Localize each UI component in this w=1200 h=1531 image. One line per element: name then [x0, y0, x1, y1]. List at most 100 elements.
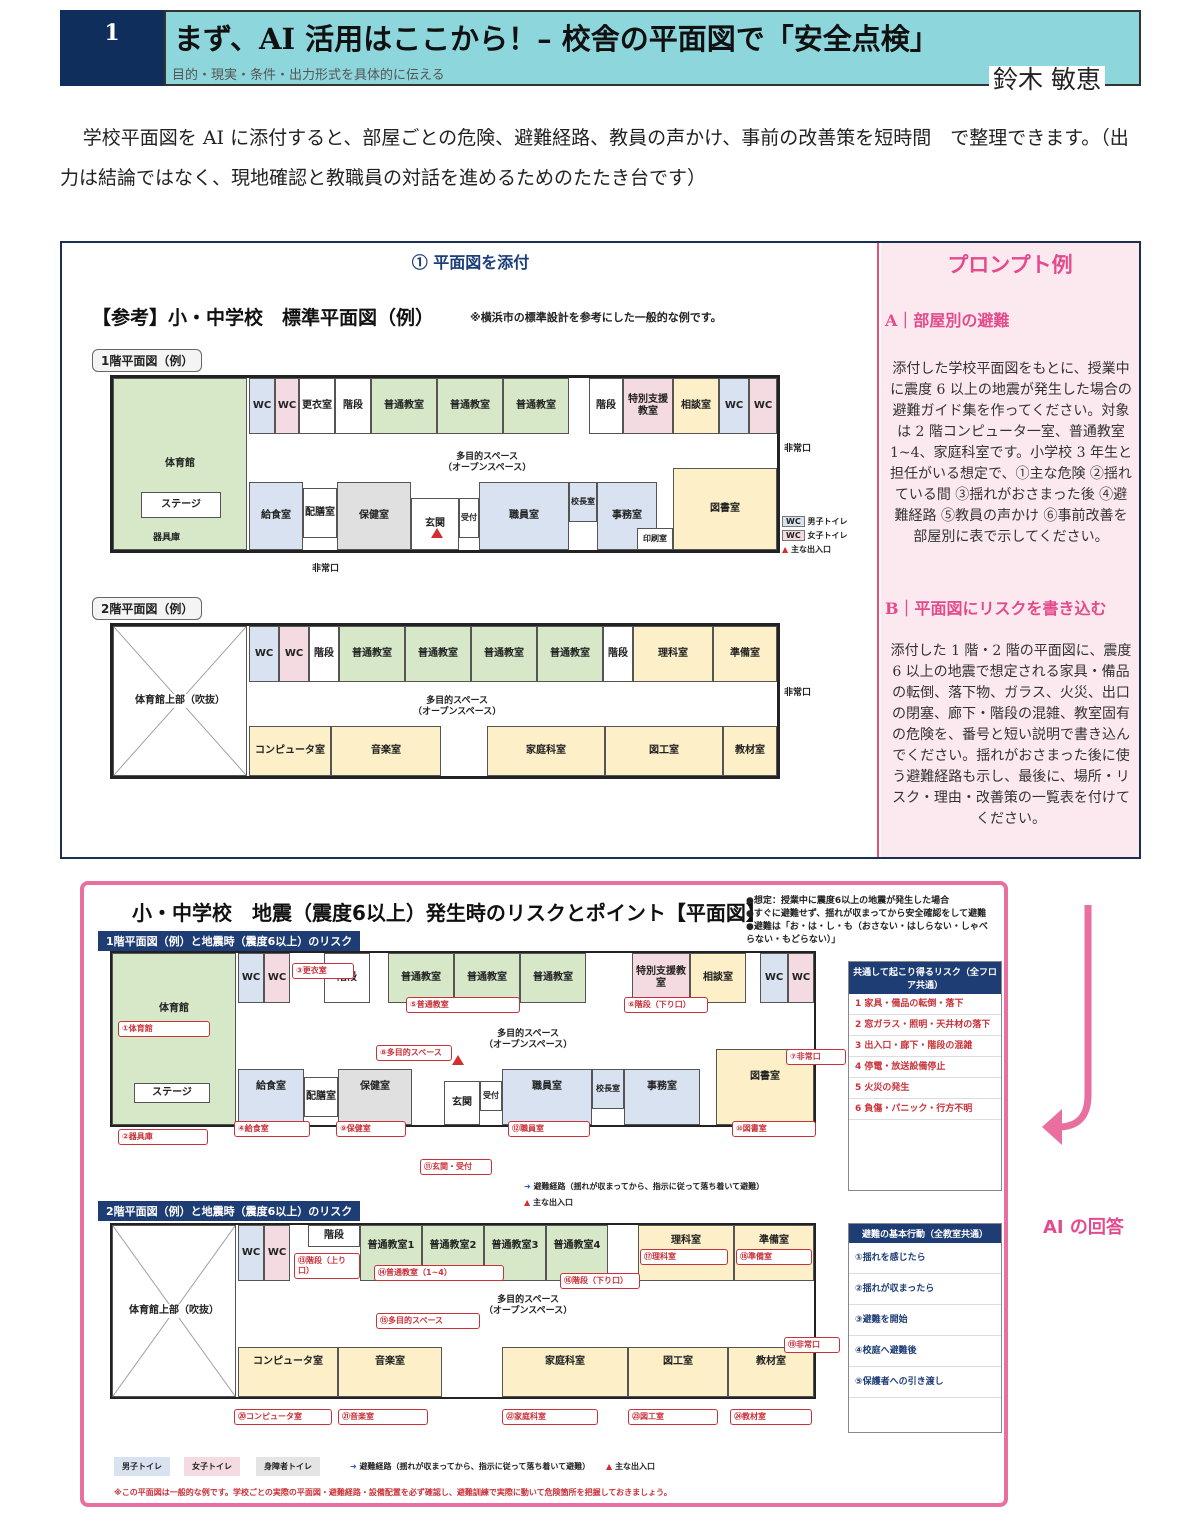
a2-room-wc-male: WC: [238, 1225, 264, 1281]
room-label: 保健室: [360, 1081, 390, 1092]
room-label: 図工室: [663, 1356, 693, 1367]
room-label: 階段: [343, 400, 363, 411]
main-entrance-icon: [452, 1055, 464, 1065]
prompt-a-heading: A｜部屋別の避難: [885, 311, 1010, 330]
risk-card: ⑲非常口: [784, 1337, 840, 1353]
room-stairs-2: 階段: [603, 626, 633, 682]
route-legend-1: ➜ 避難経路（揺れが収まってから、指示に従って落ち着いて避難）: [524, 1181, 764, 1192]
risk-label: ⑮多目的スペース: [380, 1316, 444, 1325]
risk-card: ①体育館: [118, 1021, 210, 1037]
common-risk-item: 2 窓ガラス・照明・天井材の落下: [849, 1015, 1001, 1036]
room-class-1: 普通教室: [339, 626, 405, 682]
room-wc-male: WC: [249, 378, 275, 434]
prompt-b-heading: B｜平面図にリスクを書き込む: [885, 599, 1107, 618]
room-label: コンピュータ室: [255, 745, 325, 756]
arrow-down-icon: [1042, 905, 1092, 1145]
legend-male: 男子トイレ: [807, 517, 848, 526]
room-gym-upper: 体育館上部（吹抜）: [113, 626, 247, 776]
section-header: まず、AI 活用はここから！– 校舎の平面図で「安全点検」 目的・現実・条件・出…: [164, 10, 1141, 94]
room-label: WC: [764, 972, 784, 983]
room-gym: 体育館: [113, 378, 247, 550]
exit-label-2: 非常口: [312, 564, 340, 574]
room-label: 受付: [461, 513, 477, 523]
legend-male: 男子トイレ: [114, 1457, 170, 1476]
route-text: 避難経路（揺れが収まってから、指示に従って落ち着いて避難）: [359, 1462, 591, 1471]
room-class-4: 普通教室: [537, 626, 603, 682]
room-wc-male-2: WC: [719, 378, 749, 434]
room-label: 階段: [608, 648, 628, 659]
a-room-class-3: 普通教室: [520, 953, 586, 1003]
a-room-consult: 相談室: [690, 953, 746, 1003]
room-label: WC: [277, 400, 297, 411]
room-label: 普通教室: [384, 400, 424, 411]
a-room-wc-female: WC: [264, 953, 290, 1003]
room-label: 家庭科室: [526, 745, 566, 756]
room-label: 保健室: [359, 510, 389, 521]
route-text: 避難経路（揺れが収まってから、指示に従って落ち着いて避難）: [533, 1182, 765, 1191]
risk-card: ⑥階段（下り口）: [624, 997, 708, 1013]
room-music: 音楽室: [331, 726, 441, 776]
a-room-wc-male: WC: [238, 953, 264, 1003]
room-label: 普通教室3: [491, 1240, 539, 1251]
answer-notes: ●想定：授業中に震度6以上の地震が発生した場合 ●すぐに避難せず、揺れが収まって…: [746, 895, 996, 947]
note-2: ●すぐに避難せず、揺れが収まってから安全確認をして避難: [746, 909, 987, 919]
room-wc-female-2: WC: [749, 378, 777, 434]
risk-label: ⑱準備室: [740, 1252, 772, 1261]
floor2-plan: 体育館上部（吹抜） WC WC 階段 普通教室 普通教室 普通教室 普通教室 階…: [110, 623, 780, 779]
room-wc-female: WC: [275, 378, 299, 434]
room-stairs-2: 階段: [589, 378, 623, 434]
risk-card: ㉔教材室: [730, 1409, 812, 1425]
room-label: 普通教室: [533, 972, 573, 983]
answer-floor1-plan: 体育館 ステージ WC WC 階段 普通教室 普通教室 普通教室 特別支援教室 …: [110, 951, 816, 1127]
room-label: 普通教室: [352, 648, 392, 659]
a2-room-computer: コンピュータ室: [238, 1347, 338, 1397]
room-label: WC: [241, 1247, 261, 1258]
room-label: 玄関: [452, 1097, 472, 1108]
room-stairs-1: 階段: [335, 378, 371, 434]
common-risk-label: 5 火災の発生: [855, 1083, 910, 1093]
common-risk-label: 6 負傷・パニック・行方不明: [855, 1104, 973, 1114]
room-nurse: 保健室: [337, 482, 411, 550]
a2-open-space: 多目的スペース （オープンスペース）: [484, 1295, 573, 1316]
basic-action-label: ③避難を開始: [855, 1315, 908, 1325]
risk-label: ⑯階段（下り口）: [564, 1276, 628, 1285]
risk-label: ⑪玄関・受付: [424, 1162, 472, 1171]
room-label: WC: [267, 1247, 287, 1258]
exit-text: 主な出入口: [614, 1462, 655, 1471]
room-label: 普通教室: [467, 972, 507, 983]
room-class-2: 普通教室: [437, 378, 503, 434]
room-label: 体育館上部（吹抜）: [128, 1304, 220, 1318]
triangle-icon: ▲: [606, 1462, 613, 1471]
basic-action-panel: 避難の基本行動（全教室共通） ①揺れを感じたら ②揺れが収まったら ③避難を開始…: [848, 1223, 1002, 1433]
risk-label: ②器具庫: [122, 1132, 153, 1141]
common-risk-item: 1 家具・備品の転倒・落下: [849, 994, 1001, 1015]
basic-action-label: ⑤保護者への引き渡し: [855, 1377, 944, 1387]
room-label: 普通教室1: [367, 1240, 415, 1251]
exit-label-1: 非常口: [784, 444, 812, 454]
risk-card: ⑦非常口: [786, 1049, 846, 1065]
room-label: 体育館上部（吹抜）: [134, 694, 226, 708]
risk-card: ㉒家庭科室: [502, 1409, 598, 1425]
risk-card: ㉑音楽室: [338, 1409, 428, 1425]
prompt-b-body: 添付した 1 階・2 階の平面図に、震度 6 以上の地震で想定される家具・備品の…: [890, 643, 1132, 827]
exit-legend-1: ▲ 主な出入口: [524, 1197, 573, 1208]
common-risk-label: 2 窓ガラス・照明・天井材の落下: [855, 1020, 991, 1030]
risk-label: ⑲非常口: [788, 1340, 820, 1349]
risk-label: ⑳コンピュータ室: [238, 1412, 302, 1421]
room-label: 音楽室: [375, 1356, 405, 1367]
risk-card: ④給食室: [234, 1121, 310, 1137]
risk-label: ①体育館: [122, 1024, 153, 1033]
room-label: WC: [254, 648, 274, 659]
risk-label: ⑧多目的スペース: [380, 1048, 442, 1057]
room-label: ステージ: [152, 1087, 192, 1098]
author-name: 鈴木 敏恵: [989, 66, 1105, 94]
a-room-wc-female-2: WC: [788, 953, 814, 1003]
floor1-label: 1階平面図（例）: [92, 349, 203, 372]
room-label: 普通教室: [484, 648, 524, 659]
room-label: 相談室: [703, 972, 733, 983]
common-risk-item: 5 火災の発生: [849, 1078, 1001, 1099]
room-label: 準備室: [730, 648, 760, 659]
room-label: WC: [724, 400, 744, 411]
room-entrance: 玄関: [411, 498, 459, 550]
common-risk-label: 1 家具・備品の転倒・落下: [855, 999, 964, 1009]
